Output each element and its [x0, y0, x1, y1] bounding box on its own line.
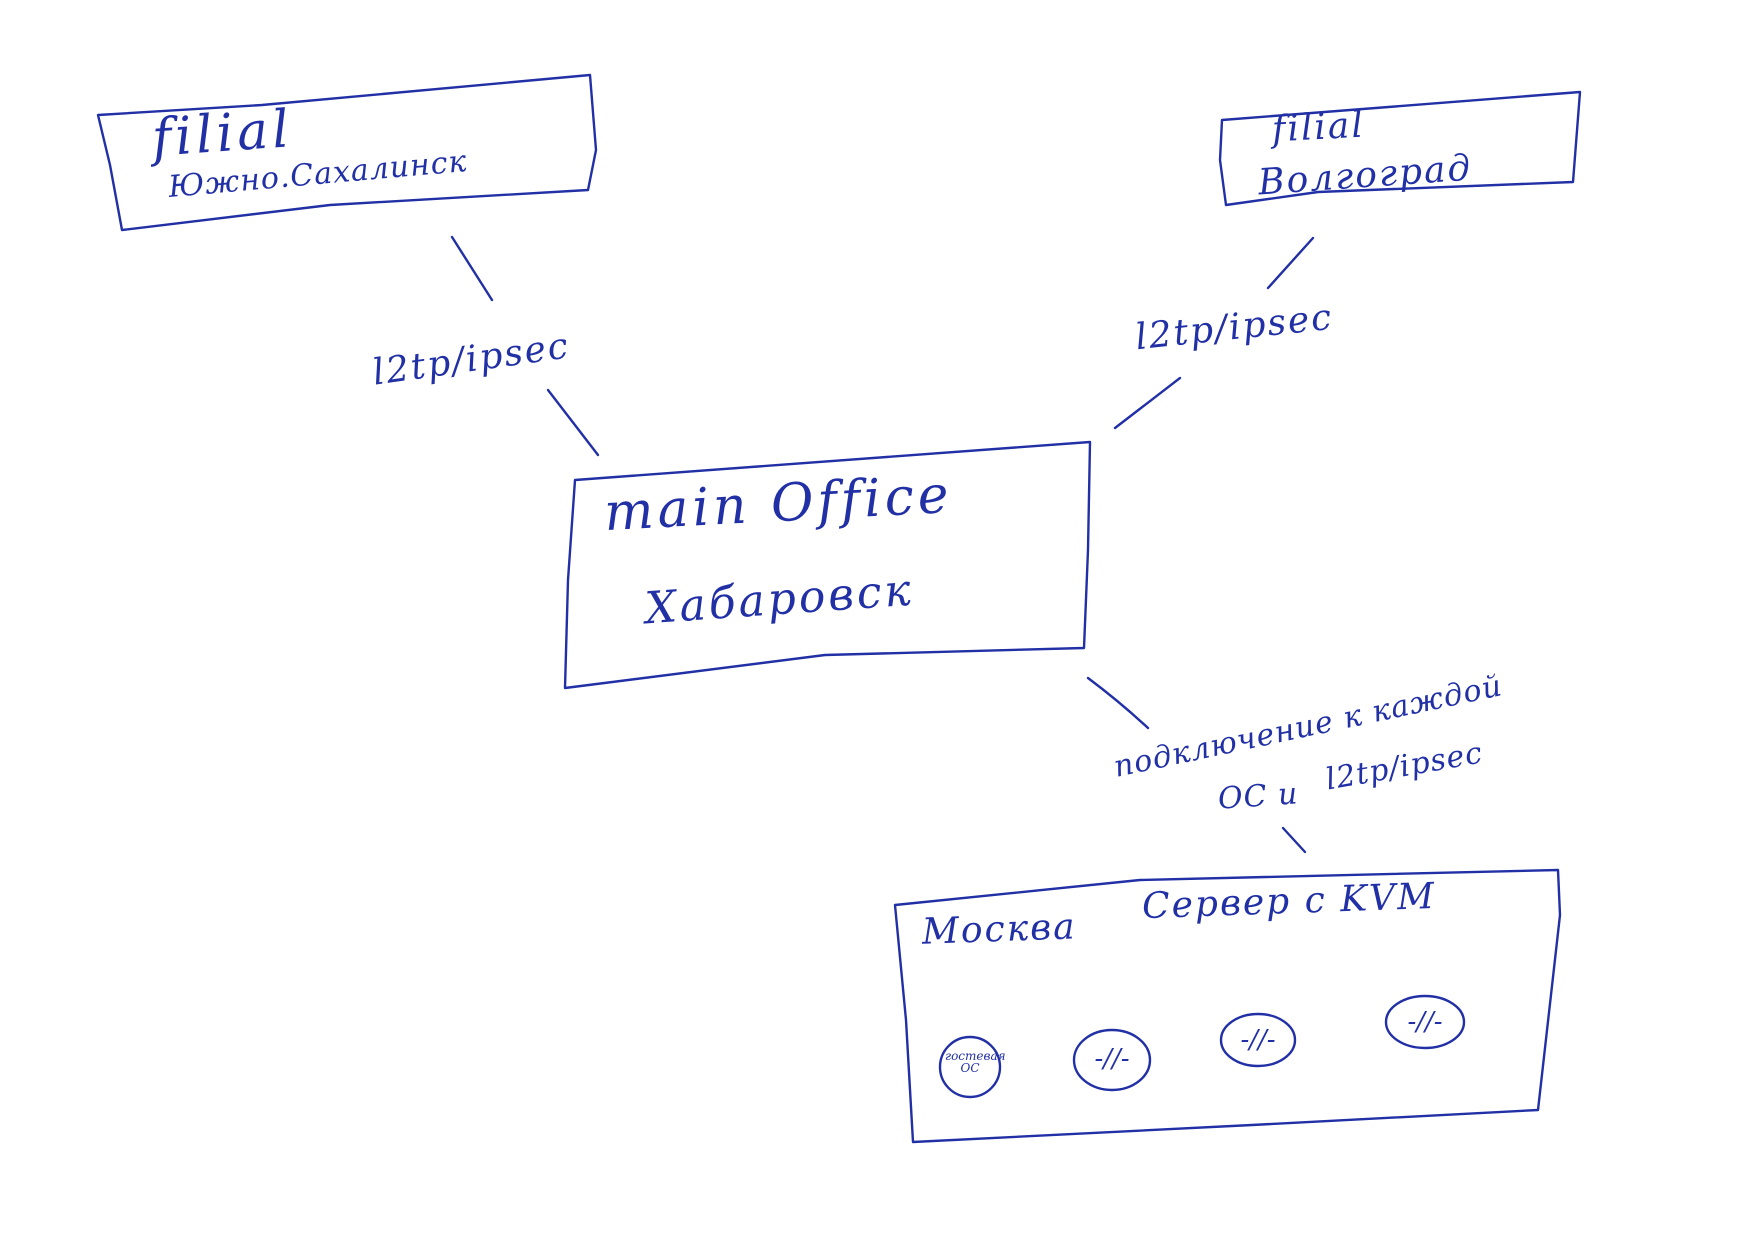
- link-line-sakhalin-top: [450, 235, 494, 302]
- vm-label-2: -//-: [1094, 1044, 1130, 1074]
- link-line-moscow-bottom: [1281, 826, 1307, 854]
- vm-circle-3: [1219, 1012, 1297, 1068]
- moscow-city: Москва: [921, 906, 1078, 953]
- sakhalin-title: filial: [150, 99, 295, 169]
- box-main-office: [563, 440, 1092, 690]
- moscow-server: Сервер с KVM: [1141, 875, 1437, 928]
- vm-label-3: -//-: [1240, 1025, 1276, 1055]
- vm-circle-4: [1384, 994, 1466, 1050]
- link-line-volgograd-bottom: [1113, 376, 1182, 430]
- link-label-moscow-line2: ОС и: [1216, 776, 1300, 817]
- vm-circle-2: [1072, 1028, 1152, 1092]
- vm-label-1: гостевая ОС: [945, 1049, 1006, 1075]
- link-line-moscow-top: [1086, 676, 1150, 730]
- vm-circle-1: [938, 1035, 1002, 1099]
- link-line-volgograd-top: [1266, 236, 1315, 290]
- volgograd-title: filial: [1270, 104, 1366, 151]
- vm-label-4: -//-: [1407, 1007, 1443, 1037]
- box-filial-volgograd: [1218, 90, 1582, 207]
- box-moscow-server: [893, 868, 1562, 1144]
- link-line-sakhalin-bottom: [546, 388, 600, 457]
- box-filial-sakhalin: [96, 73, 598, 232]
